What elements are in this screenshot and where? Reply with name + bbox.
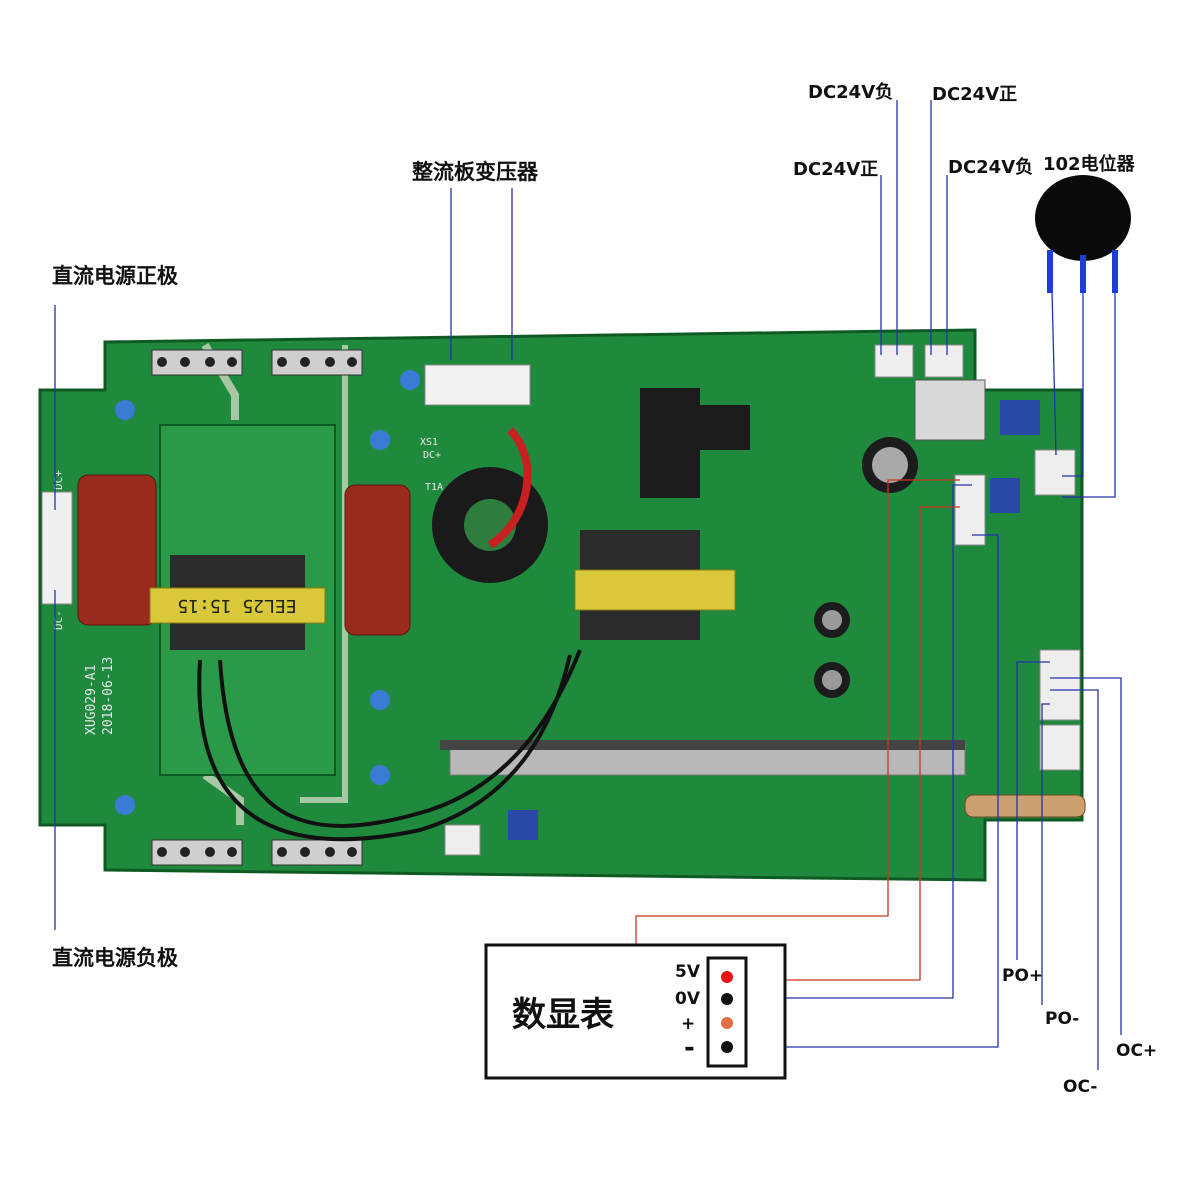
label-dc24v-neg-top: DC24V负 <box>808 82 894 103</box>
pin-5v-dot <box>721 971 733 983</box>
t1a-silk: T1A <box>425 482 443 493</box>
pin-0v-label: 0V <box>675 989 700 1009</box>
xs1-silk: XS1 <box>420 437 438 448</box>
label-oc-minus: OC- <box>1063 1077 1098 1097</box>
label-dc-positive: 直流电源正极 <box>52 264 178 288</box>
dc-plus-small-silk: DC+ <box>423 450 441 461</box>
label-potentiometer: 102电位器 <box>1043 154 1135 175</box>
pin-5v-label: 5V <box>675 962 700 982</box>
potentiometer-knob <box>1035 175 1131 261</box>
pin-minus-label: - <box>684 1033 695 1063</box>
pin-0v-dot <box>721 993 733 1005</box>
display-meter-title: 数显表 <box>512 995 614 1035</box>
pin-minus-dot <box>721 1041 733 1053</box>
label-dc-negative: 直流电源负极 <box>52 946 178 970</box>
board-id-text: XUG029-A1 <box>84 665 99 735</box>
label-po-plus: PO+ <box>1002 966 1044 986</box>
label-dc24v-neg-mid: DC24V负 <box>948 157 1034 178</box>
label-dc24v-pos-top: DC24V正 <box>932 84 1018 105</box>
label-dc24v-pos-mid: DC24V正 <box>793 159 879 180</box>
pin-plus-dot <box>721 1017 733 1029</box>
board-date-text: 2018-06-13 <box>101 657 116 735</box>
label-oc-plus: OC+ <box>1116 1041 1158 1061</box>
label-rectifier-transformer: 整流板变压器 <box>412 160 538 184</box>
label-po-minus: PO- <box>1045 1009 1080 1029</box>
pin-plus-label: + <box>681 1014 696 1034</box>
transformer-label: EEL25 15:15 <box>177 595 296 616</box>
